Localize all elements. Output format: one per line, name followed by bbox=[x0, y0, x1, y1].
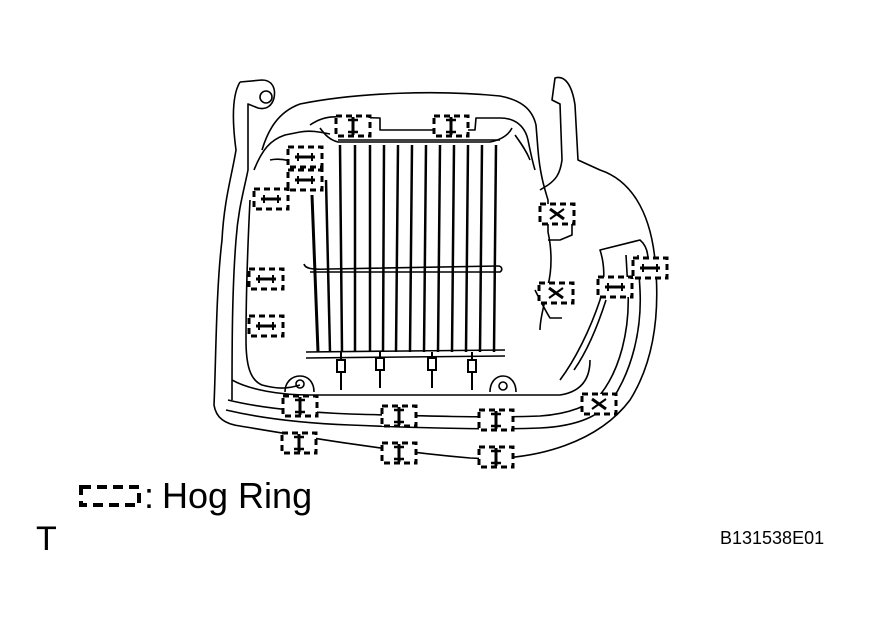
hog-ring bbox=[596, 275, 634, 299]
hog-rings bbox=[247, 114, 669, 469]
hog-ring bbox=[286, 168, 324, 192]
hog-ring bbox=[477, 445, 515, 469]
legend: : Hog Ring bbox=[78, 476, 312, 516]
hog-ring bbox=[538, 202, 576, 226]
hog-ring bbox=[432, 114, 470, 138]
hog-ring bbox=[247, 314, 285, 338]
hog-ring bbox=[380, 404, 418, 428]
legend-label: Hog Ring bbox=[162, 475, 313, 516]
hog-ring bbox=[280, 431, 318, 455]
hog-ring bbox=[334, 114, 372, 138]
hog-ring bbox=[281, 394, 319, 418]
figure-code: B131538E01 bbox=[720, 528, 825, 548]
hog-ring bbox=[380, 441, 418, 465]
hog-ring bbox=[247, 267, 285, 291]
legend-colon: : bbox=[144, 475, 155, 516]
dashed-bracket-icon bbox=[79, 485, 141, 507]
hog-ring bbox=[537, 281, 575, 305]
tension-springs bbox=[336, 352, 477, 390]
corner-mark: T bbox=[36, 520, 57, 558]
hog-ring bbox=[580, 392, 618, 416]
seat-spring-mat bbox=[303, 139, 506, 359]
hog-ring bbox=[631, 256, 669, 280]
hog-ring bbox=[252, 187, 290, 211]
hog-ring bbox=[286, 145, 324, 169]
hog-ring bbox=[477, 408, 515, 432]
